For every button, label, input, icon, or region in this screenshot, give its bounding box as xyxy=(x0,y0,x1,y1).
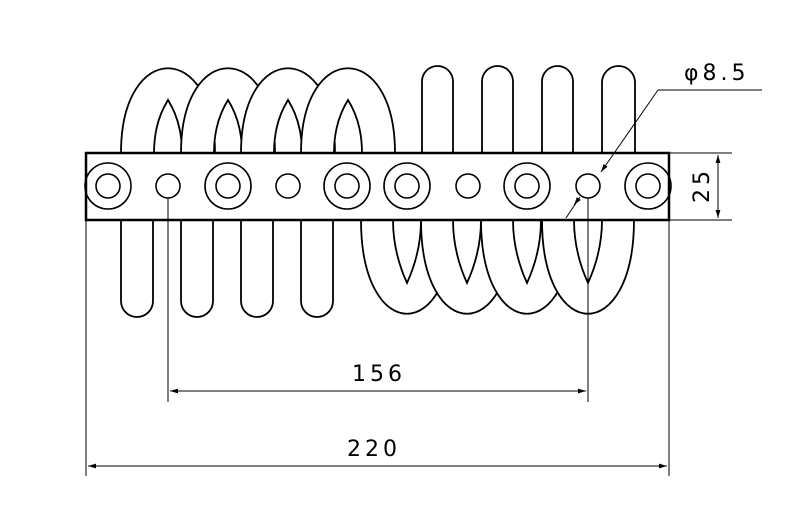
mounting-ring-inner xyxy=(394,173,420,199)
u-tube-top xyxy=(601,65,636,153)
mounting-ring-inner xyxy=(95,173,121,199)
u-tube-top xyxy=(481,65,514,153)
u-tube-bottom xyxy=(180,220,214,318)
mounting-ring-inner xyxy=(635,173,661,199)
mounting-ring-outer xyxy=(624,162,672,210)
hole-spacing-label: 156 xyxy=(352,362,406,387)
mounting-ring-inner xyxy=(334,173,360,199)
bar-height-label: 25 xyxy=(690,167,715,203)
mounting-ring-inner xyxy=(514,173,540,199)
u-tube-bottom xyxy=(240,220,274,318)
heating-tubes xyxy=(120,65,636,318)
u-tube-bottom xyxy=(300,220,334,318)
mounting-ring-outer xyxy=(204,162,252,210)
mounting-ring-outer xyxy=(503,162,551,210)
dimension-lines xyxy=(85,89,762,476)
mounting-ring-outer xyxy=(323,162,371,210)
mounting-ring-outer xyxy=(84,162,132,210)
u-tube-top xyxy=(421,65,454,153)
u-tube-bottom xyxy=(120,220,154,318)
u-tube-top xyxy=(541,65,574,153)
hole-diameter-label: φ8.5 xyxy=(684,61,750,86)
mounting-bar xyxy=(84,151,672,222)
mounting-ring-inner xyxy=(215,173,241,199)
mounting-ring-outer xyxy=(383,162,431,210)
mounting-hole xyxy=(455,173,481,199)
overall-length-label: 220 xyxy=(347,437,401,462)
mounting-hole xyxy=(275,173,301,199)
